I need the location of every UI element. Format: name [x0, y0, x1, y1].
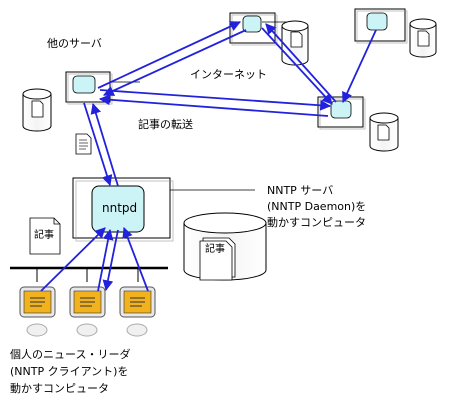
arrow-top-to-right	[261, 27, 333, 105]
nntpd-label: nntpd	[102, 201, 138, 215]
database-icon	[409, 18, 437, 58]
client-computer-icon	[69, 286, 106, 337]
client-computer-icon	[119, 286, 156, 337]
process-icon	[72, 75, 96, 94]
nntp-server-box	[72, 177, 255, 242]
server-right-middle	[317, 96, 366, 130]
clients-label: 個人のニュース・リーダ (NNTP クライアント)を 動かすコンピュータ	[10, 348, 131, 395]
arrow-left-to-top	[97, 21, 241, 89]
other-servers-label: 他のサーバ	[47, 37, 102, 50]
document-icon	[75, 133, 92, 155]
process-icon	[366, 12, 388, 31]
arrow-top-to-left	[103, 29, 247, 96]
arrow-right-to-top	[265, 23, 337, 103]
database-icon	[281, 20, 309, 66]
article-transfer-label: 記事の転送	[138, 118, 193, 131]
server-top-right	[354, 8, 408, 44]
transfer-arrows	[40, 21, 377, 292]
lan-bus	[10, 266, 168, 282]
article-document-icon	[29, 217, 61, 255]
arrow-topright-to-right	[342, 29, 377, 103]
article-database-icon	[183, 212, 267, 281]
arrow-left-to-right	[99, 89, 332, 111]
process-icon	[242, 15, 262, 33]
arrow-left-to-nntpd	[83, 102, 113, 187]
article-document-label: 記事	[34, 230, 54, 241]
client-computer-icon	[19, 286, 56, 337]
arrow-client3-to-nntpd	[122, 226, 149, 292]
process-icon	[330, 100, 352, 119]
database-icon	[369, 112, 399, 152]
arrow-right-to-left	[98, 94, 329, 117]
arrow-nntpd-to-client2	[102, 229, 119, 292]
article-database-label: 記事	[205, 244, 225, 255]
arrow-nntpd-to-left	[90, 102, 119, 187]
nntp-server-label: NNTP サーバ (NNTP Daemon)を 動かすコンピュータ	[267, 184, 367, 229]
database-icon	[22, 88, 52, 132]
arrow-client2-to-nntpd	[97, 228, 114, 292]
internet-label: インターネット	[190, 68, 267, 81]
arrow-client1-to-nntpd	[40, 227, 106, 292]
